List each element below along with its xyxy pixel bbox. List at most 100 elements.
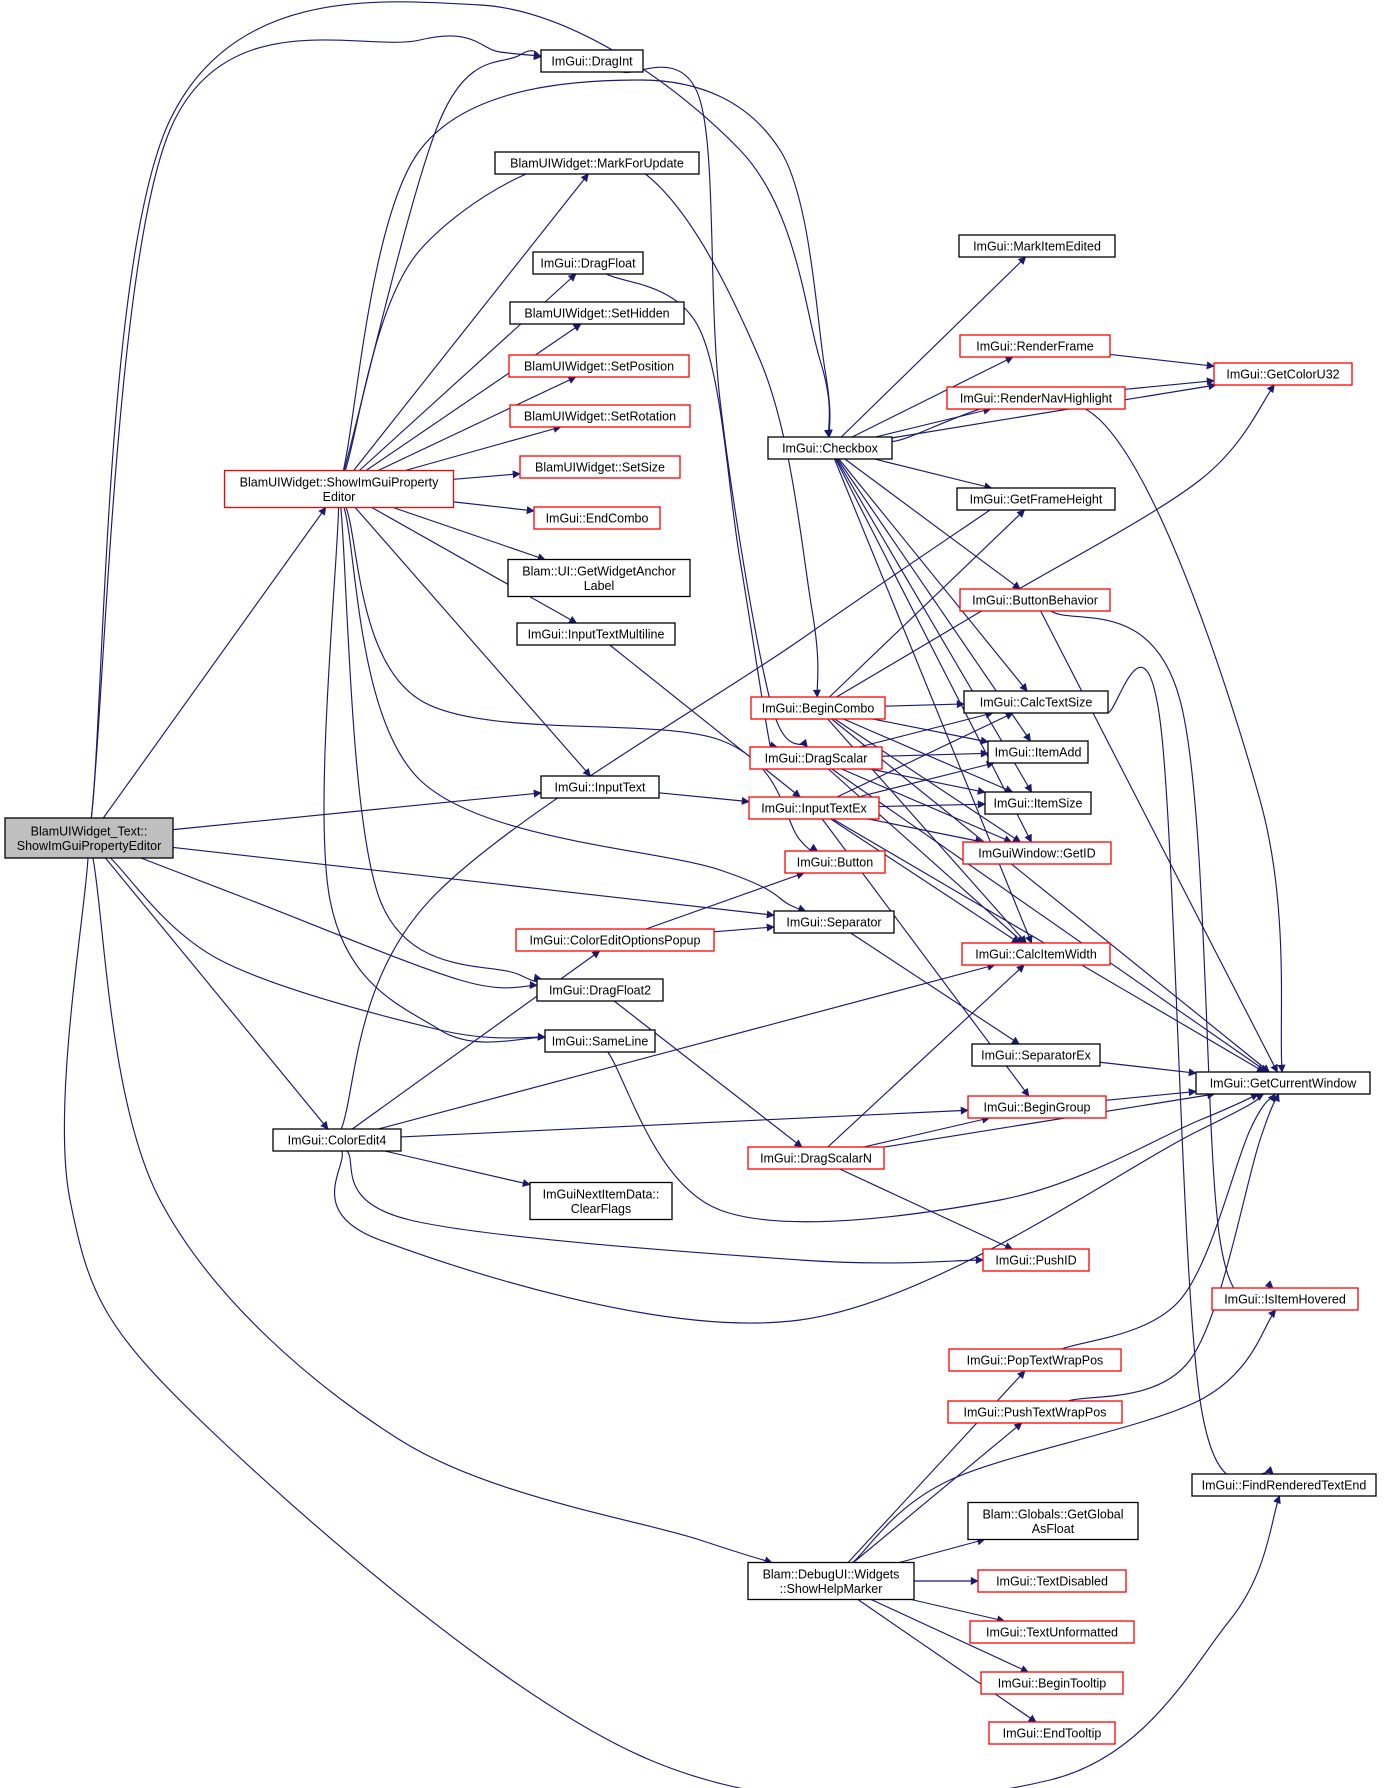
node-getID[interactable]: ImGuiWindow::GetID [962,841,1112,865]
node-colorEdit4[interactable]: ImGui::ColorEdit4 [272,1128,402,1152]
edge-line [857,760,995,798]
node-label: ImGui::ItemSize [994,797,1083,811]
edge-showprop-endCombo [453,501,535,515]
edge-line [353,173,589,471]
node-box [963,690,1109,714]
node-buttonBehavior[interactable]: ImGui::ButtonBehavior [959,588,1111,612]
node-markForUpdate[interactable]: BlamUIWidget::MarkForUpdate [494,151,700,175]
node-box [533,506,661,530]
edge-line [110,857,546,1041]
edge-showprop-checkbox [342,79,833,471]
edge-inputText-inputTextEx [658,792,750,805]
edge-separatorEx-getCurrentWindow [1099,1061,1197,1077]
edge-inputTextEx-getID [868,818,984,845]
node-renderNavHighlight[interactable]: ImGui::RenderNavHighlight [946,386,1126,410]
edge-line [875,406,992,438]
node-textUnformatted[interactable]: ImGui::TextUnformatted [969,1620,1135,1644]
node-label: BlamUIWidget_Text:: [31,824,148,838]
node-calcItemWidth[interactable]: ImGui::CalcItemWidth [961,942,1111,966]
node-box [750,696,886,720]
node-dragFloat[interactable]: ImGui::DragFloat [532,251,644,275]
edge-line [899,1537,986,1564]
node-textDisabled[interactable]: ImGui::TextDisabled [977,1569,1127,1593]
node-box [784,850,886,874]
edge-dragScalarN-getCurrentWindow [883,1091,1216,1148]
node-itemAdd[interactable]: ImGui::ItemAdd [987,740,1089,764]
node-root[interactable]: BlamUIWidget_Text::ShowImGuiPropertyEdit… [4,817,174,859]
node-dragFloat2[interactable]: ImGui::DragFloat2 [536,978,664,1002]
node-box [959,588,1111,612]
node-popTextWrapPos[interactable]: ImGui::PopTextWrapPos [948,1348,1122,1372]
node-endCombo[interactable]: ImGui::EndCombo [533,506,661,530]
node-itemSize[interactable]: ImGui::ItemSize [984,791,1092,815]
node-isItemHovered[interactable]: ImGui::IsItemHovered [1211,1287,1359,1311]
edge-colorEdit4-clearFlags [384,1150,531,1187]
edge-line [1105,1088,1197,1101]
edge-root-sameLine [110,857,546,1041]
edge-line [371,506,578,624]
edge-line [354,507,591,777]
node-renderFrame[interactable]: ImGui::RenderFrame [959,334,1111,358]
node-button[interactable]: ImGui::Button [784,850,886,874]
node-box [773,910,895,934]
node-box [982,1248,1090,1272]
node-beginTooltip[interactable]: ImGui::BeginTooltip [980,1671,1124,1695]
edge-showHelpMarker-textUnformatted [911,1598,1006,1624]
node-dragScalar[interactable]: ImGui::DragScalar [749,746,883,770]
node-pushID[interactable]: ImGui::PushID [982,1248,1090,1272]
edge-line [172,846,775,919]
node-label: ImGui::SeparatorEx [981,1049,1092,1063]
node-label: ImGui::DragScalarN [760,1152,872,1166]
node-setHidden[interactable]: BlamUIWidget::SetHidden [509,301,685,325]
edge-checkbox-getID [835,458,1032,843]
edge-inputTextEx-itemAdd [857,760,995,798]
node-endTooltip[interactable]: ImGui::EndTooltip [988,1721,1116,1745]
node-box [971,1043,1101,1067]
edge-root-dragFloat2 [140,857,538,989]
node-inputTextMultiline[interactable]: ImGui::InputTextMultiline [516,622,676,646]
node-setSize[interactable]: BlamUIWidget::SetSize [519,455,681,479]
node-box [749,746,883,770]
node-setPosition[interactable]: BlamUIWidget::SetPosition [508,354,690,378]
node-beginGroup[interactable]: ImGui::BeginGroup [967,1095,1107,1119]
edge-colorEdit4-pushID [346,1150,984,1265]
node-label: ImGui::IsItemHovered [1224,1293,1346,1307]
node-inputTextEx[interactable]: ImGui::InputTextEx [748,796,880,820]
node-label: ImGui::ButtonBehavior [972,594,1098,608]
edge-line [852,1309,1277,1563]
node-separatorEx[interactable]: ImGui::SeparatorEx [971,1043,1101,1067]
node-box [540,775,660,799]
node-sameLine[interactable]: ImGui::SameLine [544,1029,656,1053]
node-box [961,942,1111,966]
node-box [509,404,691,428]
node-showprop[interactable]: BlamUIWidget::ShowImGuiPropertyEditor [223,469,455,509]
node-separator[interactable]: ImGui::Separator [773,910,895,934]
node-box [967,1095,1107,1119]
node-showHelpMarker[interactable]: Blam::DebugUI::Widgets::ShowHelpMarker [747,1561,915,1601]
node-setRotation[interactable]: BlamUIWidget::SetRotation [509,404,691,428]
node-getColorU32[interactable]: ImGui::GetColorU32 [1213,362,1353,386]
edge-line [343,507,807,913]
edge-line [835,458,1033,793]
edge-inputTextEx-calcItemWidth [830,818,1020,944]
node-checkbox[interactable]: ImGui::Checkbox [767,436,893,460]
node-dragScalarN[interactable]: ImGui::DragScalarN [747,1146,885,1170]
node-label: ImGui::PushID [995,1254,1076,1268]
node-findRenderedTextEnd[interactable]: ImGui::FindRenderedTextEnd [1191,1473,1377,1497]
node-getCurrentWindow[interactable]: ImGui::GetCurrentWindow [1195,1071,1371,1095]
node-label: Editor [323,490,356,504]
node-calcTextSize[interactable]: ImGui::CalcTextSize [963,690,1109,714]
node-colorEditOptions[interactable]: ImGui::ColorEditOptionsPopup [515,928,715,952]
edge-showprop-dragFloat2 [340,507,543,983]
node-box [494,151,700,175]
node-clearFlags[interactable]: ImGuiNextItemData::ClearFlags [529,1181,673,1221]
node-pushTextWrapPos[interactable]: ImGui::PushTextWrapPos [947,1400,1123,1424]
node-box [540,49,644,73]
node-inputText[interactable]: ImGui::InputText [540,775,660,799]
node-markItemEdited[interactable]: ImGui::MarkItemEdited [958,234,1116,258]
node-beginCombo[interactable]: ImGui::BeginCombo [750,696,886,720]
node-getFrameHeight[interactable]: ImGui::GetFrameHeight [956,487,1116,511]
node-dragInt[interactable]: ImGui::DragInt [540,49,644,73]
